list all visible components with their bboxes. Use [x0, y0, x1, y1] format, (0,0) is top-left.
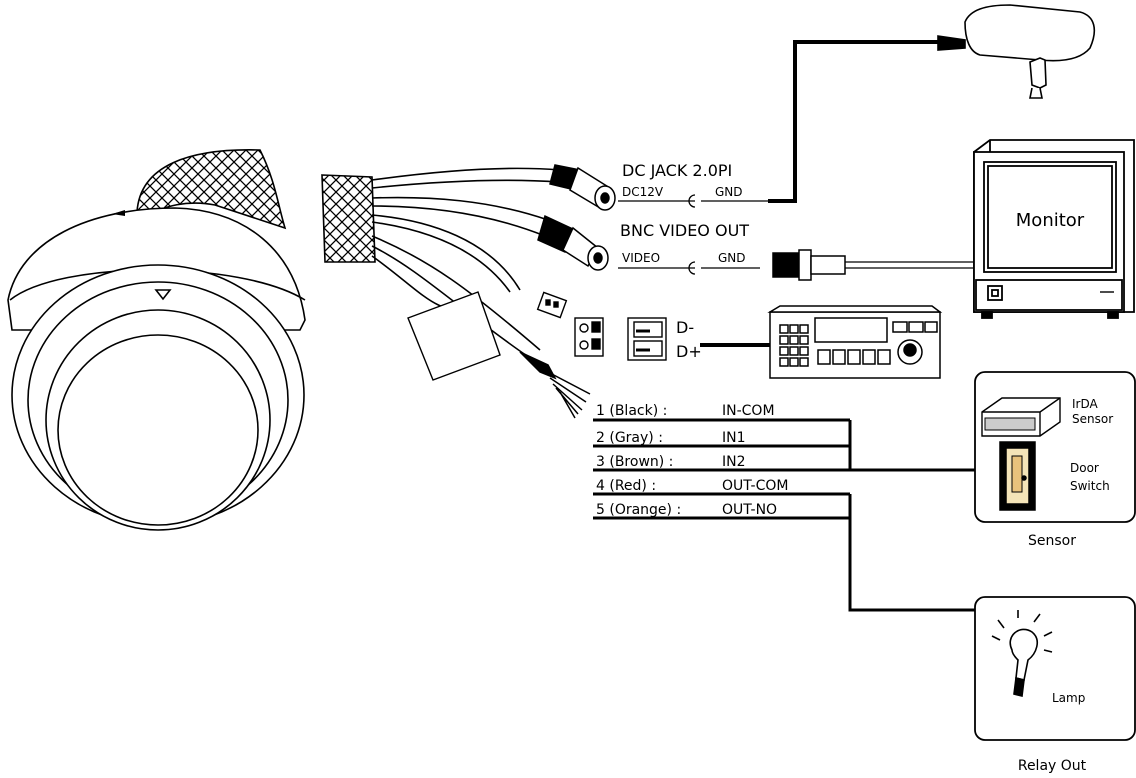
dc-jack-plug	[549, 164, 616, 211]
wire-tails	[519, 351, 591, 419]
sensor-caption: Sensor	[1028, 533, 1076, 549]
dc-jack-wire	[618, 194, 768, 208]
power-wire	[768, 40, 940, 203]
rs485-terminal	[627, 317, 667, 361]
monitor-icon	[973, 139, 1135, 319]
dc-jack-title: DC JACK 2.0PI	[622, 161, 732, 180]
bnc-title: BNC VIDEO OUT	[620, 221, 749, 240]
monitor-label: Monitor	[1016, 210, 1085, 231]
pin-wires	[593, 418, 975, 612]
door-label-line2: Switch	[1070, 479, 1110, 493]
pin-2-signal: IN1	[722, 430, 746, 446]
sensor-box	[974, 371, 1136, 523]
door-label-line1: Door	[1070, 461, 1099, 475]
door-switch-icon	[999, 441, 1036, 511]
bnc-plug	[537, 214, 609, 271]
power-adapter-icon	[937, 4, 1096, 99]
rs485-minus-label: D-	[676, 318, 694, 337]
pin-1-signal: IN-COM	[722, 403, 775, 419]
pin-3-label: 3 (Brown) :	[596, 454, 673, 470]
small-connector	[536, 291, 568, 319]
dc-jack-right-label: GND	[715, 185, 743, 199]
cable-tag	[407, 291, 501, 381]
cable-bundle	[321, 167, 561, 359]
pin-1-label: 1 (Black) :	[596, 403, 667, 419]
irda-label-line2: Sensor	[1072, 412, 1113, 426]
relay-caption: Relay Out	[1018, 758, 1087, 774]
relay-box	[974, 596, 1136, 741]
irda-sensor-icon	[981, 397, 1061, 437]
rs485-plus-label: D+	[676, 342, 702, 361]
bnc-right-label: GND	[718, 251, 746, 265]
bnc-label-wire	[618, 261, 760, 275]
cable-braid-end	[321, 174, 376, 263]
dc-jack-left-label: DC12V	[622, 185, 664, 199]
dome-bubble	[45, 309, 271, 531]
ptz-keyboard-icon	[767, 305, 943, 379]
lamp-icon	[991, 610, 1053, 697]
irda-label-line1: IrDA	[1072, 397, 1099, 411]
camera-cable-braid	[136, 149, 287, 230]
pin-5-label: 5 (Orange) :	[596, 502, 681, 518]
pin-5-signal: OUT-NO	[722, 502, 777, 518]
pin-4-label: 4 (Red) :	[596, 478, 656, 494]
pin-2-label: 2 (Gray) :	[596, 430, 663, 446]
pin-3-signal: IN2	[722, 454, 746, 470]
lamp-label: Lamp	[1052, 691, 1085, 705]
bnc-left-label: VIDEO	[622, 251, 660, 265]
io-pin-list: 1 (Black) : IN-COM 2 (Gray) : IN1 3 (Bro…	[596, 403, 788, 518]
terminal-plug	[574, 317, 604, 357]
dome-camera	[7, 149, 306, 531]
pin-4-signal: OUT-COM	[722, 478, 788, 494]
bnc-connector-icon	[772, 249, 974, 281]
